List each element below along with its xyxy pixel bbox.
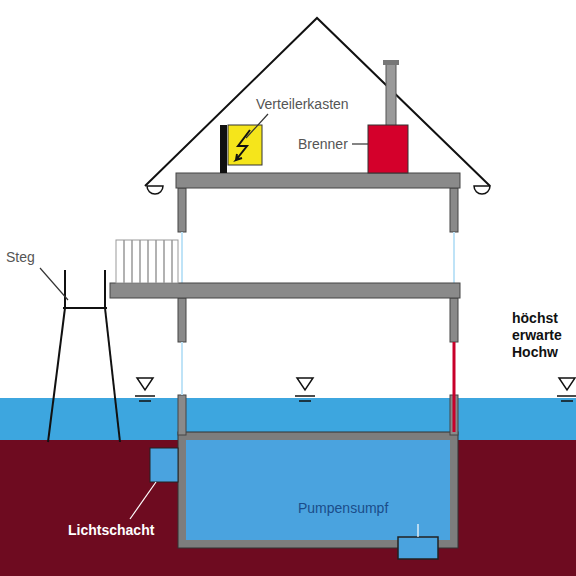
- part-label: Verteilerkasten: [256, 96, 349, 113]
- floor-slab: [110, 283, 460, 298]
- post: [220, 125, 227, 173]
- chimney-cap: [383, 60, 399, 65]
- lightning-symbol: [236, 130, 250, 160]
- light-well: [150, 448, 178, 482]
- wall: [178, 188, 186, 232]
- basement-shell: [178, 432, 458, 548]
- wall: [178, 395, 186, 435]
- burner: [368, 125, 408, 173]
- railing: [116, 240, 178, 283]
- water-level-symbol: [137, 378, 575, 390]
- window: [453, 232, 455, 283]
- roof: [145, 18, 490, 186]
- distribution-box: [228, 125, 262, 165]
- water-level-note: höchst erwarte Hochw: [512, 310, 572, 360]
- jetty: [48, 270, 120, 442]
- wall: [450, 188, 458, 232]
- part-label: Pumpensumpf: [298, 500, 388, 517]
- leader-lines-light: [130, 482, 418, 537]
- lamp: [147, 186, 163, 194]
- sealed-wall: [453, 342, 456, 432]
- part-label: Steg: [6, 249, 35, 266]
- lamp: [474, 186, 490, 194]
- flooded-basement: [186, 440, 450, 540]
- leader-lines: [40, 114, 368, 300]
- railing-bars: [124, 240, 172, 283]
- attic-slab: [176, 173, 460, 188]
- ground: [0, 440, 576, 576]
- chimney: [386, 62, 396, 126]
- part-label: Brenner: [298, 136, 348, 153]
- water-level-lines: [135, 396, 576, 401]
- wall: [450, 298, 458, 342]
- window: [181, 232, 183, 283]
- part-label: Lichtschacht: [68, 522, 154, 539]
- window: [181, 342, 183, 395]
- wall: [178, 298, 186, 342]
- pump-sump: [398, 537, 438, 559]
